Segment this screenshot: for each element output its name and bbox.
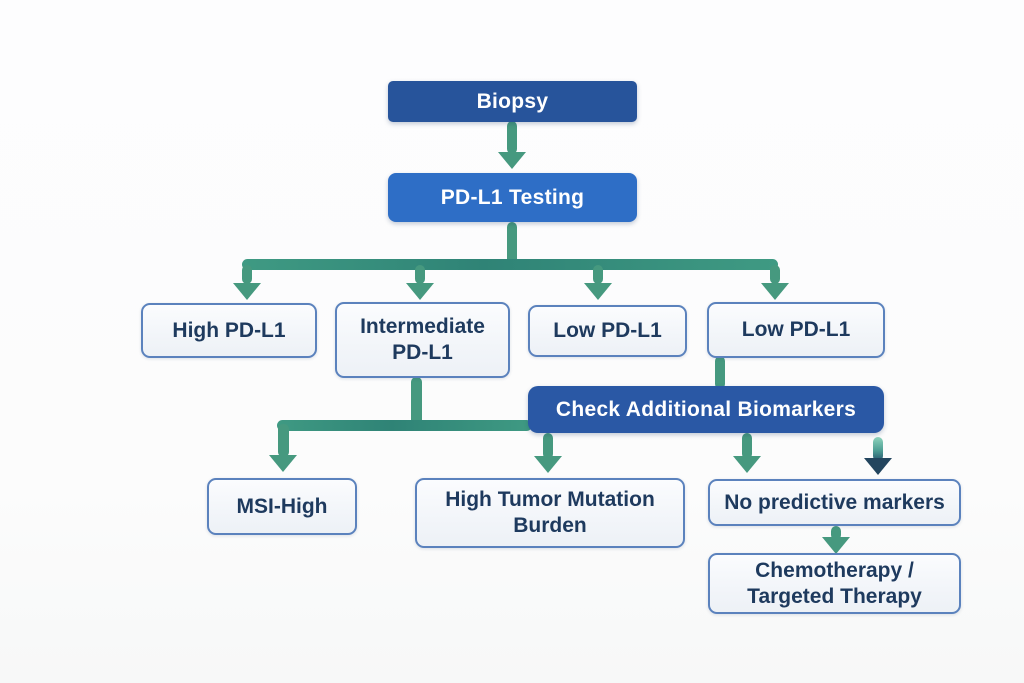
edge-to-intermediate-arrowhead: [406, 283, 434, 300]
edge-nopredictive-chemo-shaft: [831, 526, 841, 540]
node-high-pdl1: High PD-L1: [141, 303, 317, 358]
edge-to-high-pdl1-shaft: [242, 265, 252, 284]
node-chemo-targeted-therapy: Chemotherapy / Targeted Therapy: [708, 553, 961, 614]
edge-intermediate-down-shaft: [411, 377, 422, 425]
edge-to-tmb-arrowhead: [534, 456, 562, 473]
branch-line-top: [242, 259, 778, 270]
edge-to-nopredictive-arrowhead: [733, 456, 761, 473]
node-biopsy: Biopsy: [388, 81, 637, 122]
edge-biopsy-pdl1-arrowhead: [498, 152, 526, 169]
edge-nopredictive-chemo-arrowhead: [822, 537, 850, 554]
branch-line-lower: [277, 420, 532, 431]
node-high-tmb: High Tumor Mutation Burden: [415, 478, 685, 548]
node-low-pdl1-1: Low PD-L1: [528, 305, 687, 357]
node-no-predictive-markers: No predictive markers: [708, 479, 961, 526]
edge-to-low1-arrowhead: [584, 283, 612, 300]
edge-to-nopredictive-dark-shaft: [873, 437, 883, 461]
node-check-biomarkers: Check Additional Biomarkers: [528, 386, 884, 433]
edge-low2-check-stub: [715, 356, 725, 389]
node-pdl1-testing: PD-L1 Testing: [388, 173, 637, 222]
edge-to-high-pdl1-arrowhead: [233, 283, 261, 300]
edge-to-tmb-shaft: [543, 433, 553, 459]
edge-to-msi-arrowhead: [269, 455, 297, 472]
edge-to-intermediate-shaft: [415, 265, 425, 284]
edge-pdl1-branch-stub: [507, 222, 517, 264]
node-low-pdl1-2: Low PD-L1: [707, 302, 885, 358]
edge-to-low2-arrowhead: [761, 283, 789, 300]
edge-biopsy-pdl1-shaft: [507, 121, 517, 154]
edge-to-msi-shaft: [278, 424, 289, 457]
edge-to-nopredictive-dark-arrowhead: [864, 458, 892, 475]
edge-to-low2-shaft: [770, 265, 780, 284]
node-intermediate-pdl1: Intermediate PD-L1: [335, 302, 510, 378]
edge-to-nopredictive-shaft: [742, 433, 752, 459]
edge-to-low1-shaft: [593, 265, 603, 284]
node-msi-high: MSI-High: [207, 478, 357, 535]
